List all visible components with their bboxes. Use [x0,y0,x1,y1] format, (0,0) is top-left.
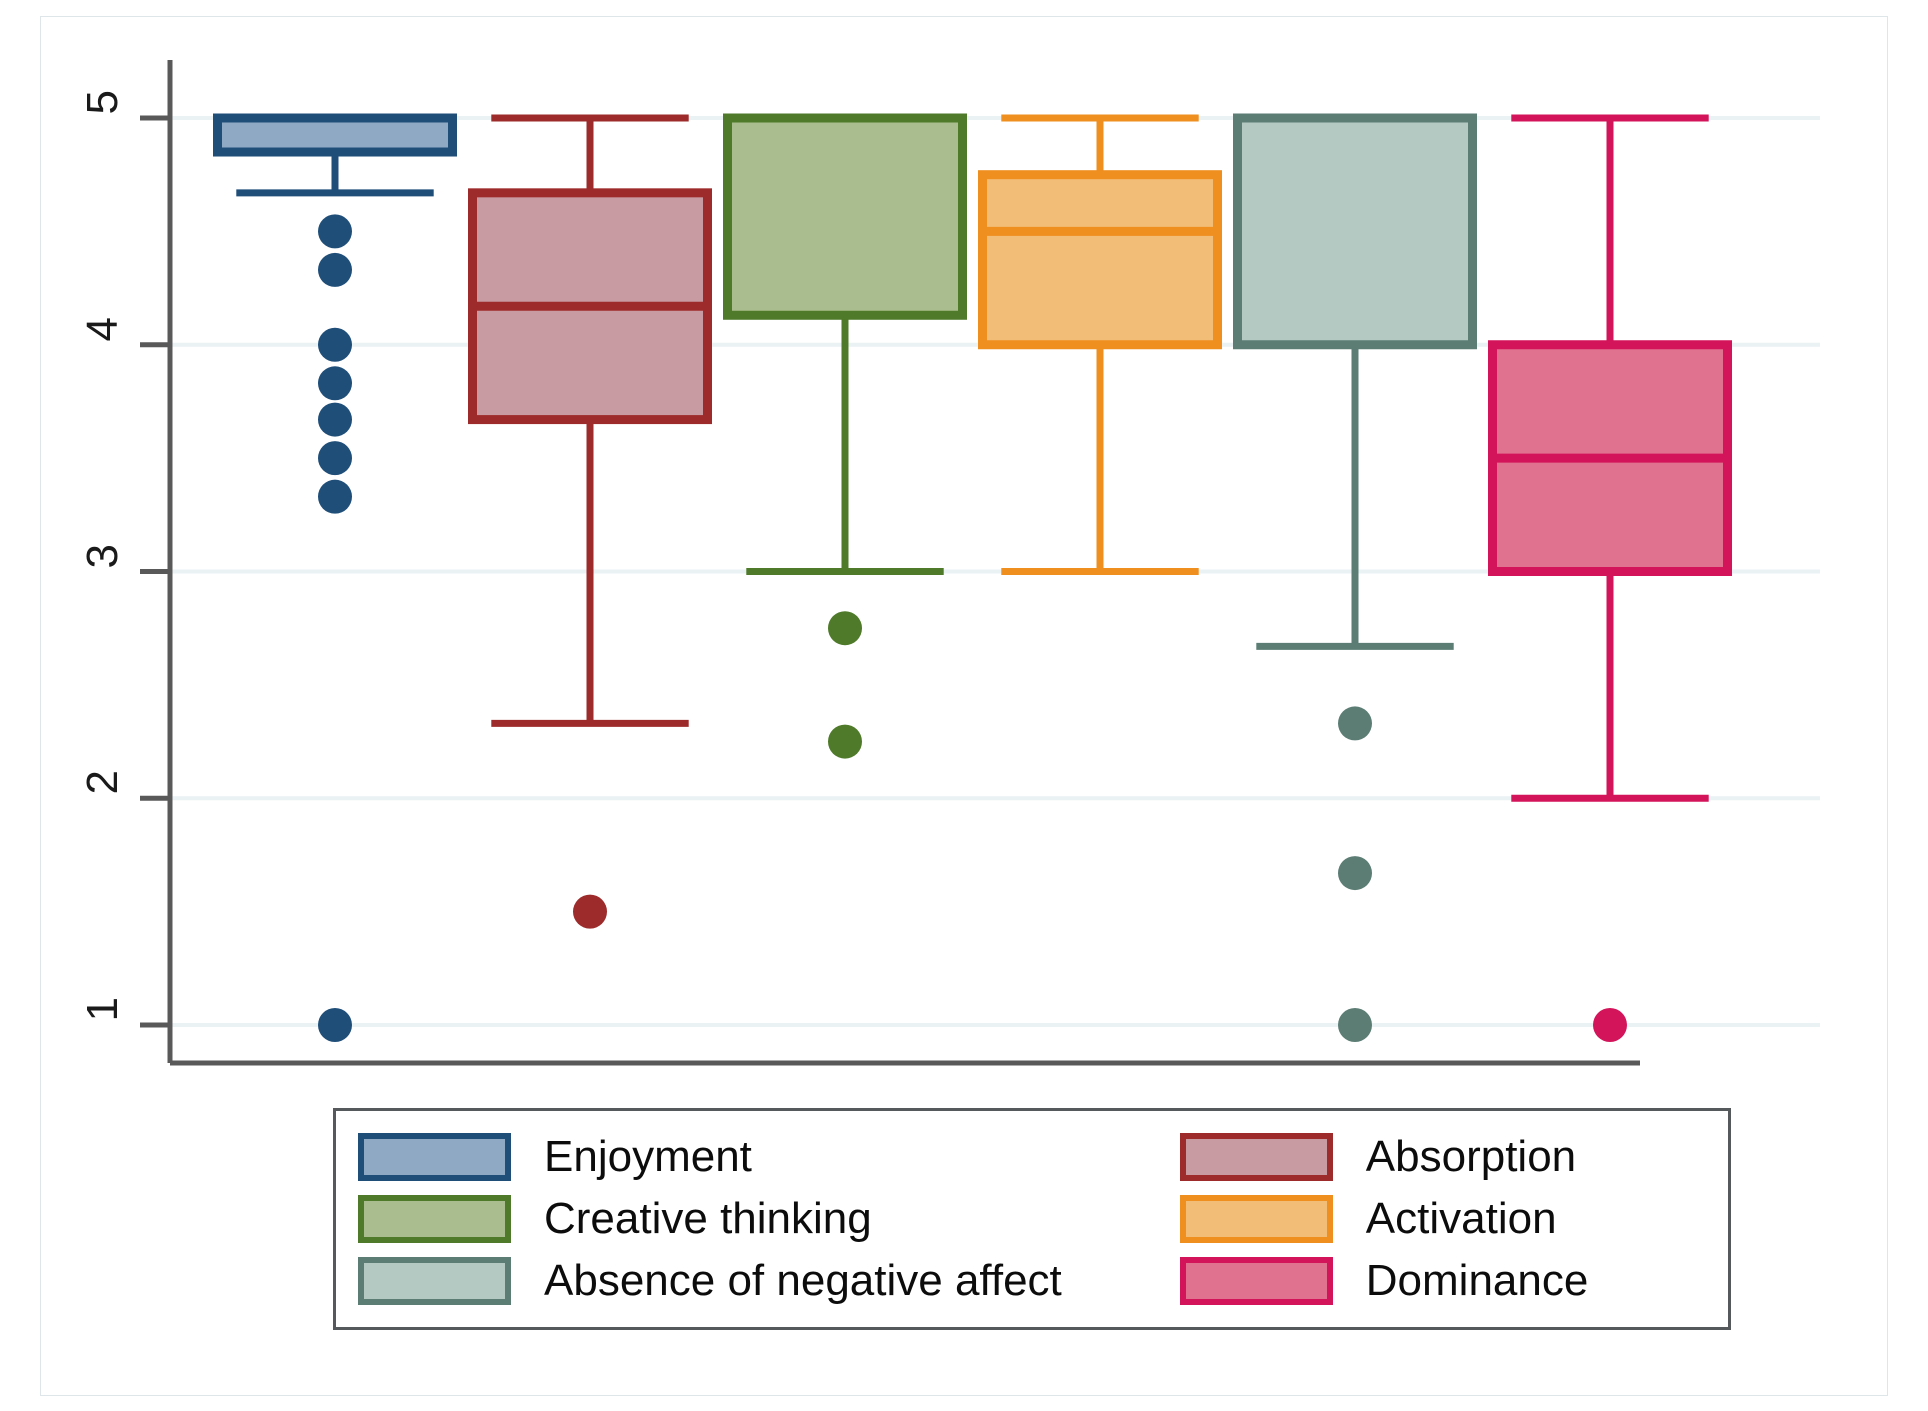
outlier-point [318,441,352,476]
legend-label: Dominance [1365,1256,1589,1305]
outlier-point [318,327,352,362]
legend-item-absorption[interactable]: Absorption [1179,1126,1728,1188]
box-activation [978,114,1222,575]
box-series [213,113,1732,1042]
outlier-point [1593,1008,1627,1042]
outlier-point [828,611,862,646]
legend-item-dominance[interactable]: Dominance [1179,1250,1728,1312]
box-rect [978,170,1222,350]
y-tick-label-1: 1 [78,997,127,1022]
outlier-point [318,402,352,437]
outlier-point [318,214,352,249]
y-tick-label-2: 2 [78,770,127,795]
y-tick-label-4: 4 [78,316,127,342]
outlier-point [318,479,352,514]
outlier-point [1338,856,1372,891]
legend-item-absence-of-negative-affect[interactable]: Absence of negative affect [358,1250,1062,1312]
y-tick-label-5: 5 [78,90,127,115]
legend-label: Enjoyment [544,1132,752,1181]
outlier-point [828,724,862,759]
box-rect [213,113,457,157]
outlier-point [573,894,607,929]
outlier-point [318,1008,352,1042]
box-dominance [1488,114,1732,1042]
box-rect [1233,113,1477,350]
legend-swatch-icon [358,1195,511,1243]
box-absorption [468,114,712,929]
legend-swatch-icon [1179,1257,1333,1305]
box-enjoyment [213,113,457,1042]
legend-item-creative-thinking[interactable]: Creative thinking [358,1188,1062,1250]
outlier-point [318,252,352,287]
outlier-point [1338,1008,1372,1042]
axis-ticks [140,115,170,1028]
legend-label: Creative thinking [544,1194,872,1243]
box-creative-thinking [723,113,967,759]
outlier-point [1338,706,1372,741]
y-tick-label-3: 3 [78,543,127,568]
legend-label: Activation [1365,1194,1557,1243]
box-rect [723,113,967,320]
legend-swatch-icon [1179,1133,1333,1181]
legend-swatch-icon [358,1133,511,1181]
axis-lines [167,60,1640,1066]
legend-swatch-icon [1179,1195,1333,1243]
legend-swatch-icon [358,1257,511,1305]
legend-item-activation[interactable]: Activation [1179,1188,1728,1250]
outlier-point [318,366,352,401]
box-absence-of-negative-affect [1233,113,1477,1042]
legend-label: Absorption [1365,1132,1577,1181]
legend-item-enjoyment[interactable]: Enjoyment [358,1126,1062,1188]
legend-label: Absence of negative affect [544,1256,1062,1305]
